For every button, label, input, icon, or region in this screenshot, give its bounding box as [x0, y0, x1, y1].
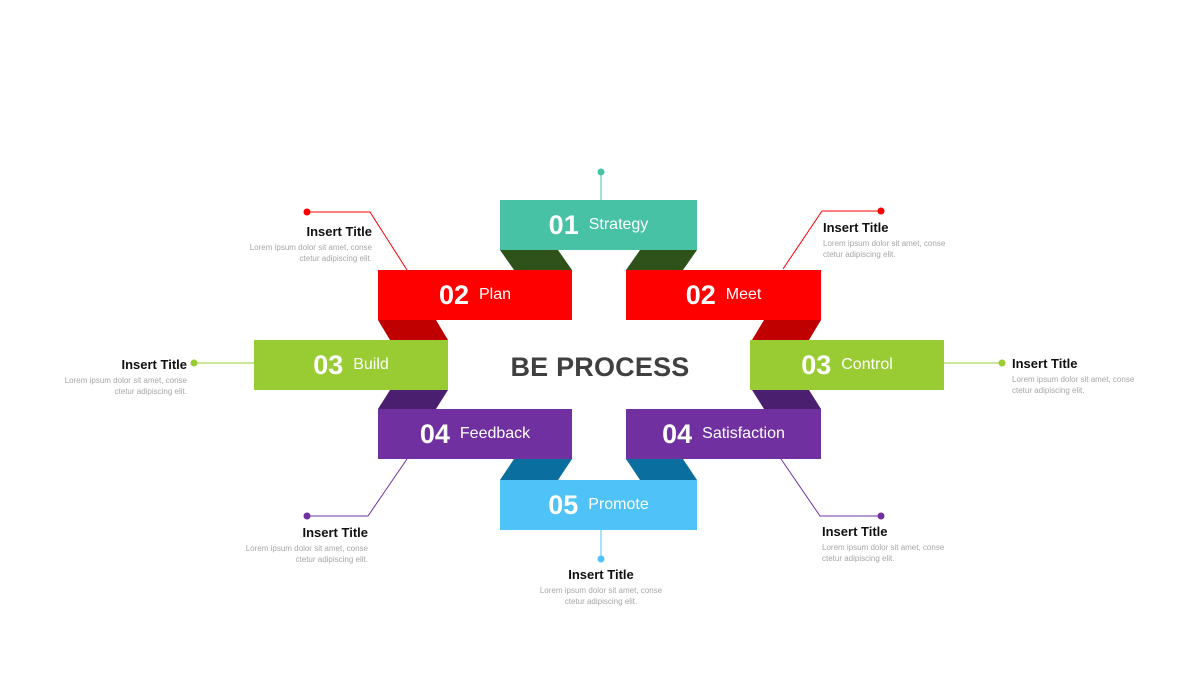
step-label: Strategy	[588, 216, 649, 233]
connector-plan	[307, 211, 408, 271]
callout-text: Lorem ipsum dolor sit amet, conse	[539, 586, 663, 595]
fold-control	[752, 390, 821, 409]
connector-dot-meet	[877, 207, 885, 215]
callout-text: Lorem ipsum dolor sit amet, conse	[1012, 375, 1135, 384]
step-control: 03 Control	[750, 340, 944, 390]
step-number: 01	[548, 209, 579, 240]
step-label: Control	[841, 356, 893, 373]
callout-title: Insert Title	[306, 224, 372, 239]
connector-dot-build	[190, 359, 198, 367]
step-label: Promote	[588, 496, 649, 513]
step-label: Build	[353, 356, 389, 373]
fold-promote-left	[500, 459, 572, 480]
fold-plan	[378, 320, 448, 340]
connector-satisfaction	[780, 458, 881, 517]
step-label: Meet	[725, 286, 762, 303]
connector-dot-control	[998, 359, 1006, 367]
callout-title: Insert Title	[568, 567, 634, 582]
connector-dot-satisfaction	[877, 512, 885, 520]
callout-meet: Insert Title Lorem ipsum dolor sit amet,…	[823, 220, 1063, 260]
callout-text: Lorem ipsum dolor sit amet, conse	[64, 376, 187, 385]
callout-promote: Insert Title Lorem ipsum dolor sit amet,…	[481, 567, 721, 607]
connector-dot-plan	[303, 208, 311, 216]
callout-text: Lorem ipsum dolor sit amet, conse	[823, 239, 946, 248]
connector-dot-strategy	[597, 168, 605, 176]
connector-dot-feedback	[303, 512, 311, 520]
step-label: Plan	[479, 286, 512, 303]
fold-promote-right	[626, 459, 697, 480]
callout-control: Insert Title Lorem ipsum dolor sit amet,…	[1012, 356, 1192, 396]
connector-feedback	[307, 458, 408, 517]
callout-text: ctetur adipiscing elit.	[823, 250, 896, 259]
callout-text: ctetur adipiscing elit.	[1012, 386, 1085, 395]
fold-strategy-right	[626, 250, 697, 270]
connector-meet	[782, 210, 881, 270]
callout-text: ctetur adipiscing elit.	[114, 387, 187, 396]
callout-title: Insert Title	[121, 357, 187, 372]
step-satisfaction: 04 Satisfaction	[626, 409, 821, 459]
step-promote: 05 Promote	[500, 480, 697, 530]
callout-text: Lorem ipsum dolor sit amet, conse	[245, 544, 368, 553]
step-number: 03	[313, 349, 344, 380]
step-build: 03 Build	[254, 340, 448, 390]
callout-title: Insert Title	[823, 220, 889, 235]
center-title: BE PROCESS	[510, 352, 690, 382]
connector-dot-promote	[597, 555, 605, 563]
callout-satisfaction: Insert Title Lorem ipsum dolor sit amet,…	[822, 524, 1062, 564]
step-label: Feedback	[459, 425, 531, 442]
step-number: 02	[438, 279, 469, 310]
step-strategy: 01 Strategy	[500, 200, 697, 250]
step-number: 04	[662, 418, 693, 449]
callout-text: ctetur adipiscing elit.	[822, 554, 895, 563]
step-meet: 02 Meet	[626, 270, 821, 320]
fold-strategy-left	[500, 250, 572, 270]
step-number: 04	[419, 418, 450, 449]
step-number: 05	[548, 489, 579, 520]
fold-meet	[752, 320, 821, 340]
callout-build: Insert Title Lorem ipsum dolor sit amet,…	[0, 357, 187, 397]
callout-text: Lorem ipsum dolor sit amet, conse	[249, 243, 372, 252]
step-plan: 02 Plan	[378, 270, 572, 320]
callout-text: ctetur adipiscing elit.	[299, 254, 372, 263]
fold-build	[378, 390, 448, 409]
callout-feedback: Insert Title Lorem ipsum dolor sit amet,…	[128, 525, 368, 565]
step-number: 03	[801, 349, 832, 380]
step-label: Satisfaction	[702, 425, 785, 442]
callout-title: Insert Title	[302, 525, 368, 540]
step-number: 02	[685, 279, 716, 310]
step-feedback: 04 Feedback	[378, 409, 572, 459]
callout-text: Lorem ipsum dolor sit amet, conse	[822, 543, 945, 552]
callout-plan: Insert Title Lorem ipsum dolor sit amet,…	[132, 224, 372, 264]
callout-title: Insert Title	[822, 524, 888, 539]
callout-title: Insert Title	[1012, 356, 1078, 371]
callout-text: ctetur adipiscing elit.	[564, 597, 638, 606]
callout-text: ctetur adipiscing elit.	[295, 555, 368, 564]
